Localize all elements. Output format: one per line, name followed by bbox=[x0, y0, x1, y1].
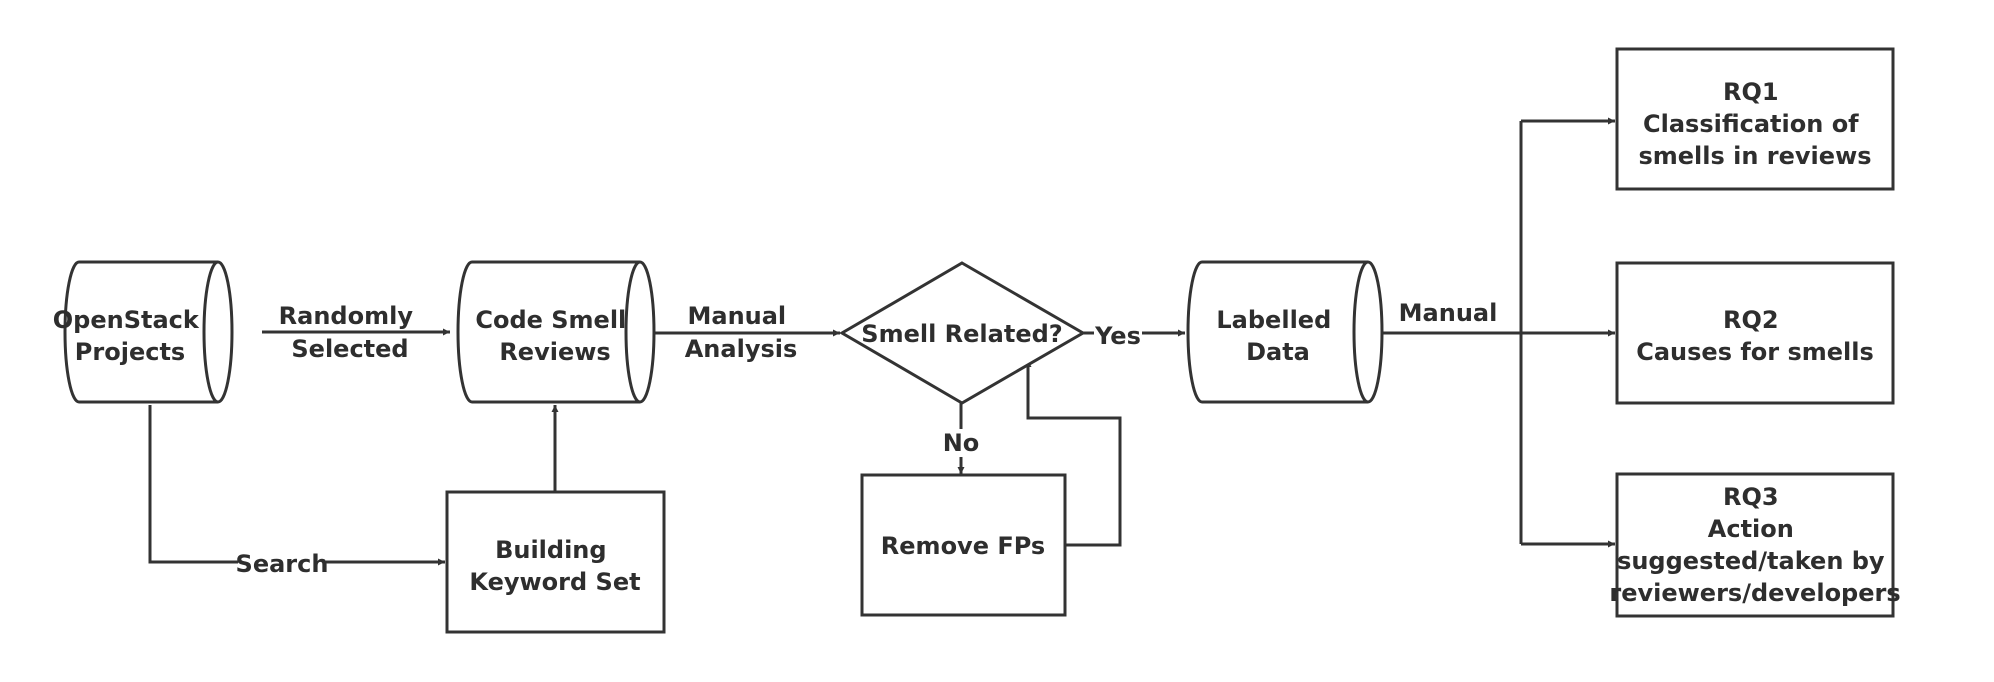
svg-text:OpenStack Projects: OpenStack Projects bbox=[53, 306, 207, 366]
node-label-line: OpenStack bbox=[53, 306, 200, 334]
node-label-line: Action bbox=[1708, 515, 1794, 543]
node-label-line: Data bbox=[1246, 338, 1310, 366]
svg-text:RQ2 Causes for smells: RQ2 Causes for smells bbox=[1636, 306, 1874, 366]
node-label-line: suggested/taken by bbox=[1617, 547, 1885, 575]
node-label-line: Labelled bbox=[1216, 306, 1331, 334]
edge-openstack-to-keyword bbox=[148, 405, 445, 566]
node-label-line: Reviews bbox=[499, 338, 610, 366]
node-label-line: Smell Related? bbox=[861, 320, 1062, 348]
node-building-keyword-set: Building Keyword Set bbox=[445, 490, 666, 634]
node-label-line: reviewers/developers bbox=[1609, 579, 1900, 607]
node-label-line: Code Smell bbox=[475, 306, 626, 334]
svg-text:Remove FPs: Remove FPs bbox=[881, 532, 1045, 560]
edge-label-randomly-selected: Randomly Selected bbox=[279, 302, 422, 363]
edge-label-no: No bbox=[943, 429, 980, 457]
edge-removefps-to-decision bbox=[1024, 360, 1122, 547]
node-label-line: Remove FPs bbox=[881, 532, 1045, 560]
node-label-line: smells in reviews bbox=[1638, 142, 1871, 170]
svg-text:Labelled Data: Labelled Data bbox=[1216, 306, 1339, 366]
node-label-line: RQ2 bbox=[1723, 306, 1779, 334]
node-rq2: RQ2 Causes for smells bbox=[1615, 261, 1895, 405]
node-label-line: Classification of bbox=[1643, 110, 1859, 138]
node-label-line: Projects bbox=[75, 338, 185, 366]
node-remove-fps: Remove FPs bbox=[860, 473, 1067, 617]
svg-text:Building Keyword Set: Building Keyword Set bbox=[469, 536, 640, 596]
node-labelled-data: Labelled Data bbox=[1186, 260, 1384, 404]
node-rq1: RQ1 Classification of smells in reviews bbox=[1615, 47, 1895, 191]
edge-label-manual-analysis: Manual Analysis bbox=[685, 302, 798, 363]
edge-label-yes: Yes bbox=[1094, 322, 1141, 350]
node-label-line: Causes for smells bbox=[1636, 338, 1874, 366]
node-rq3: RQ3 Action suggested/taken by reviewers/… bbox=[1609, 472, 1901, 618]
edge-label-manual: Manual bbox=[1399, 299, 1498, 327]
node-label-line: RQ1 bbox=[1723, 78, 1779, 106]
svg-text:Code Smell Reviews: Code Smell Reviews bbox=[475, 306, 634, 366]
node-label-line: RQ3 bbox=[1723, 483, 1779, 511]
node-label-line: Building bbox=[495, 536, 607, 564]
node-smell-related-decision: Smell Related? bbox=[839, 261, 1086, 405]
svg-text:RQ3 Action suggest: RQ3 Action suggested/taken by reviewers/… bbox=[1609, 483, 1900, 607]
node-code-smell-reviews: Code Smell Reviews bbox=[456, 260, 656, 404]
edge-label-search: Search bbox=[236, 550, 329, 578]
node-openstack-projects: OpenStack Projects bbox=[53, 260, 234, 404]
node-label-line: Keyword Set bbox=[469, 568, 640, 596]
svg-text:RQ1 Classification of: RQ1 Classification of smells in reviews bbox=[1638, 78, 1871, 170]
svg-text:Smell Related?: Smell Related? bbox=[861, 320, 1062, 348]
